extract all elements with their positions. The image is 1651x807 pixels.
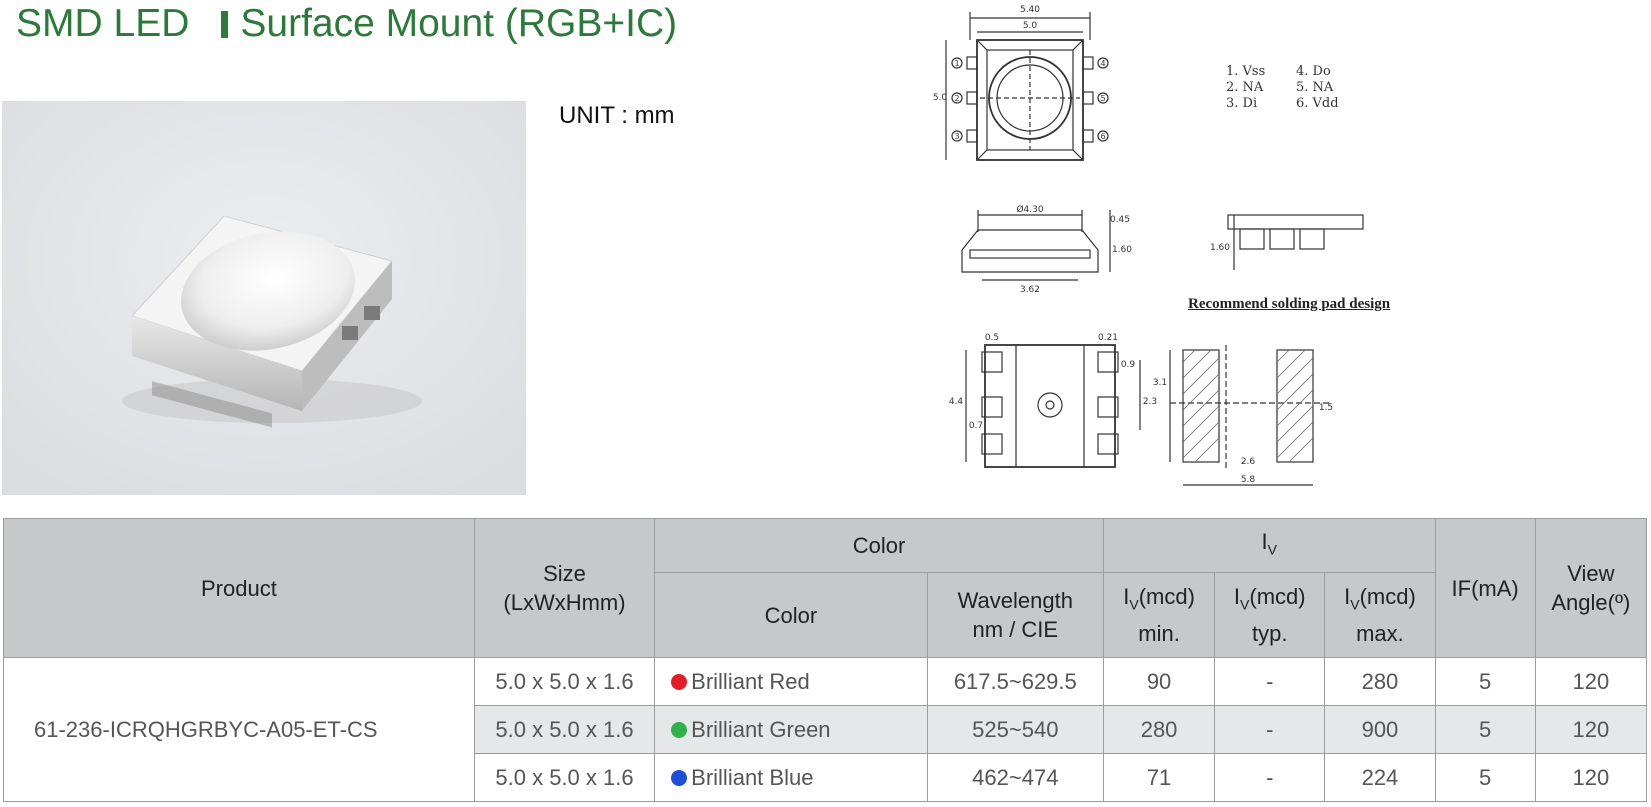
if-cell: 5 <box>1434 753 1536 802</box>
pin-list: 1. Vss 4. Do 2. NA 5. NA 3. Di 6. Vdd <box>1226 64 1344 112</box>
header-iv-group: IV <box>1102 518 1436 573</box>
iv-min-cell: 71 <box>1102 753 1216 802</box>
header-iv-min: IV(mcd)min. <box>1102 572 1216 658</box>
svg-text:5: 5 <box>1100 94 1105 103</box>
size-cell: 5.0 x 5.0 x 1.6 <box>473 705 656 754</box>
dim-total-h: 4.4 <box>949 397 964 407</box>
dim-side: 5.0 <box>933 93 948 103</box>
iv-typ-cell: - <box>1214 753 1326 802</box>
pin-label: 2. NA <box>1226 80 1264 95</box>
svg-text:1: 1 <box>954 59 959 68</box>
dim-pad-gap: 0.21 <box>1098 333 1118 343</box>
size-cell: 5.0 x 5.0 x 1.6 <box>473 753 656 802</box>
dim-rec-h: 3.1 <box>1153 378 1167 388</box>
header-size: Size(LxWxHmm) <box>473 518 656 658</box>
iv-typ-cell: - <box>1214 657 1326 706</box>
color-cell: Brilliant Green <box>654 705 928 754</box>
color-cell: Brilliant Blue <box>654 753 928 802</box>
unit-label: UNIT : mm <box>559 102 675 129</box>
dim-side-h: 1.60 <box>1210 243 1230 253</box>
iv-max-cell: 900 <box>1324 705 1436 754</box>
dim-lens: Ø4.30 <box>1016 204 1043 215</box>
if-cell: 5 <box>1434 705 1536 754</box>
header-row: Product Size(LxWxHmm) Color IV IF(mA) Vi… <box>3 518 1648 658</box>
dim-lens-h: 0.45 <box>1110 215 1130 225</box>
header-product: Product <box>3 518 475 658</box>
angle-cell: 120 <box>1534 753 1648 802</box>
pin-label: 1. Vss <box>1226 64 1266 79</box>
pin-label: 3. Di <box>1226 96 1258 111</box>
pad-design-title: Recommend solding pad design <box>1188 296 1391 312</box>
dim-top-outer: 5.40 <box>1020 5 1040 15</box>
svg-text:4: 4 <box>1100 59 1105 68</box>
wavelength-cell: 525~540 <box>926 705 1104 754</box>
wavelength-cell: 617.5~629.5 <box>926 657 1104 706</box>
header-iv-typ: IV(mcd)typ. <box>1214 572 1326 658</box>
header-color-group: Color <box>654 518 1104 573</box>
header-iv-max: IV(mcd)max. <box>1324 572 1436 658</box>
blue-dot-icon <box>671 769 688 786</box>
green-dot-icon <box>671 721 688 738</box>
page-title: SMD LED Surface Mount (RGB+IC) <box>16 2 677 46</box>
pin-label: 4. Do <box>1296 64 1331 79</box>
size-cell: 5.0 x 5.0 x 1.6 <box>473 657 656 706</box>
dimension-drawing: 5.40 5.0 5.0 Ø4.30 0.45 1.60 3.62 1.60 0… <box>933 5 1364 486</box>
table-row: 5.0 x 5.0 x 1.6 Brilliant Blue 462~474 7… <box>4 753 1648 802</box>
red-dot-icon <box>671 673 688 690</box>
title-separator <box>221 11 229 38</box>
wavelength-cell: 462~474 <box>926 753 1104 802</box>
svg-text:2: 2 <box>954 94 959 103</box>
dim-pad-w: 0.5 <box>985 333 999 343</box>
iv-max-cell: 280 <box>1324 657 1436 706</box>
dim-pitch: 2.3 <box>1143 397 1157 407</box>
angle-cell: 120 <box>1534 657 1648 706</box>
dim-rec-gap: 2.6 <box>1241 457 1256 467</box>
header-if: IF(mA) <box>1434 518 1536 658</box>
color-cell: Brilliant Red <box>654 657 928 706</box>
svg-text:6: 6 <box>1100 132 1105 141</box>
spec-table: Product Size(LxWxHmm) Color IV IF(mA) Vi… <box>3 518 1648 802</box>
dim-pad-h: 0.9 <box>1121 360 1136 370</box>
dim-rec-pad: 1.5 <box>1319 403 1333 413</box>
pin-row: 3. Di 6. Vdd <box>1226 96 1344 112</box>
svg-text:3: 3 <box>954 132 959 141</box>
dim-top-inner: 5.0 <box>1023 21 1038 31</box>
angle-cell: 120 <box>1534 705 1648 754</box>
pin-label: 6. Vdd <box>1296 96 1339 111</box>
iv-min-cell: 280 <box>1102 705 1216 754</box>
iv-max-cell: 224 <box>1324 753 1436 802</box>
iv-typ-cell: - <box>1214 705 1326 754</box>
dim-body-h: 1.60 <box>1112 245 1132 255</box>
table-row: 5.0 x 5.0 x 1.6 Brilliant Green 525~540 … <box>4 705 1648 754</box>
table-row: 61-236-ICRQHGRBYC-A05-ET-CS 5.0 x 5.0 x … <box>3 657 1648 802</box>
dim-rec-w: 5.8 <box>1241 475 1256 485</box>
iv-min-cell: 90 <box>1102 657 1216 706</box>
dim-bottom: 3.62 <box>1020 285 1040 295</box>
product-photo <box>2 101 526 495</box>
title-product-type: Surface Mount (RGB+IC) <box>240 2 678 45</box>
if-cell: 5 <box>1434 657 1536 706</box>
title-category: SMD LED <box>16 2 190 45</box>
dim-pad-l: 0.7 <box>969 421 983 431</box>
pin-row: 2. NA 5. NA <box>1226 80 1344 96</box>
pin-label: 5. NA <box>1296 80 1334 95</box>
pin-row: 1. Vss 4. Do <box>1226 64 1344 80</box>
product-code: 61-236-ICRQHGRBYC-A05-ET-CS <box>3 657 475 802</box>
header-color: Color <box>654 572 928 658</box>
